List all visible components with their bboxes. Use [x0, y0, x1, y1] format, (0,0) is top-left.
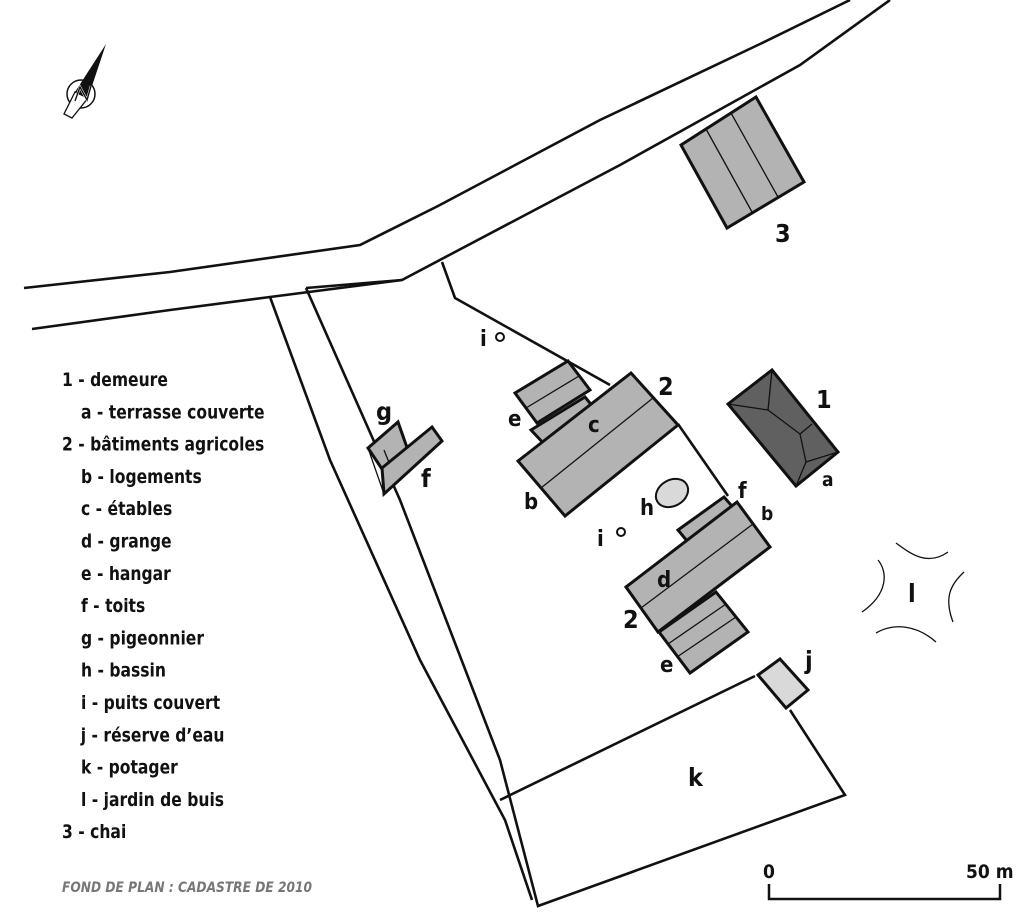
- source-note: FOND DE PLAN : CADASTRE DE 2010: [62, 880, 312, 896]
- puits-north-marker: [495, 332, 505, 342]
- label-toits-east: f: [738, 479, 747, 504]
- label-demeure: 1: [816, 385, 832, 414]
- legend-item: l - jardin de buis: [81, 789, 224, 811]
- courtyard-east-boundary: [676, 423, 730, 497]
- reserve-eau-tank: [755, 656, 811, 711]
- potager-north-edge: [499, 674, 756, 802]
- legend-item: c - étables: [81, 499, 172, 521]
- label-toits-west: f: [421, 464, 431, 493]
- label-terrasse: a: [822, 469, 834, 491]
- legend-item: i - puits couvert: [81, 693, 220, 715]
- label-potager: k: [688, 763, 704, 792]
- legend-item: h - bassin: [81, 660, 166, 682]
- label-logements-north: b: [524, 490, 538, 515]
- demeure-building: [725, 367, 841, 489]
- road-south-edge: [31, 0, 891, 331]
- legend-item: a - terrasse couverte: [81, 402, 265, 424]
- label-logements-south: b: [761, 503, 773, 525]
- legend-item: j - réserve d’eau: [80, 725, 225, 747]
- scale-start-label: 0: [763, 861, 775, 883]
- scale-end-label: 50 m: [966, 861, 1014, 883]
- legend-item: g - pigeonnier: [81, 628, 204, 650]
- lane-east-edge: [305, 278, 403, 290]
- bassin-pond: [654, 477, 690, 509]
- label-puits-south: i: [597, 527, 604, 552]
- legend-item: b - logements: [81, 466, 202, 488]
- legend-item: d - grange: [81, 531, 172, 553]
- compass-north-icon: [63, 44, 106, 119]
- puits-south-marker: [616, 527, 626, 537]
- legend-item: 1 - demeure: [62, 370, 168, 392]
- label-jardin: l: [908, 579, 916, 608]
- label-agri-north: 2: [658, 372, 674, 401]
- lane-west-edge: [268, 296, 534, 901]
- map-labels: 3 1 a 2 2 c e b h f b d e j k l i i g f: [376, 219, 916, 792]
- legend-item: 2 - bâtiments agricoles: [62, 434, 264, 456]
- chai-building: [679, 94, 807, 231]
- legend-item: f - toits: [81, 596, 145, 618]
- legend-item: 3 - chai: [62, 822, 126, 844]
- agricultural-south: [623, 494, 773, 676]
- agricultural-north: [512, 359, 681, 519]
- label-reserve: j: [804, 646, 813, 675]
- label-chai: 3: [775, 219, 791, 248]
- label-grange: d: [657, 568, 671, 593]
- label-agri-south: 2: [623, 605, 639, 634]
- scale-bar: 0 50 m: [763, 861, 1014, 901]
- label-hangar-north: e: [508, 407, 521, 432]
- legend-item: k - potager: [81, 757, 178, 779]
- label-pigeonnier: g: [376, 397, 392, 426]
- label-hangar-south: e: [660, 653, 673, 678]
- jardin-de-buis: [861, 542, 965, 643]
- courtyard-northwest-boundary: [440, 261, 611, 387]
- label-bassin: h: [640, 496, 654, 521]
- pigeonnier-group: [366, 419, 444, 498]
- label-etables: c: [588, 413, 600, 438]
- legend-item: e - hangar: [81, 563, 171, 585]
- road-north-edge: [23, 0, 851, 290]
- label-puits-north: i: [480, 327, 487, 352]
- legend: 1 - demeure a - terrasse couverte 2 - bâti…: [62, 370, 265, 844]
